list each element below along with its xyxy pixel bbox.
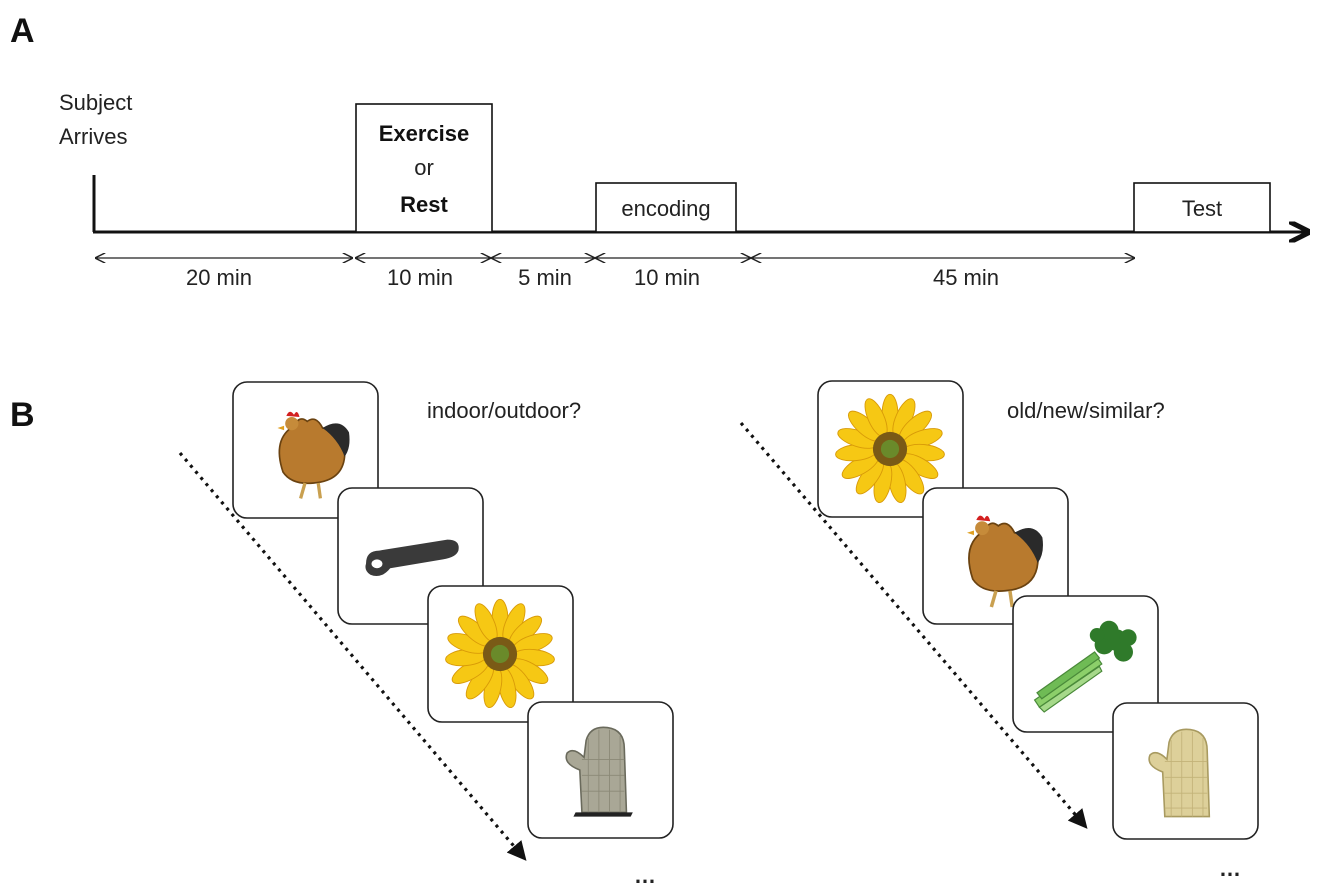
test-label: Test bbox=[1182, 196, 1222, 221]
encoding-sequence-arrow bbox=[178, 451, 527, 861]
encoding-box bbox=[595, 182, 737, 233]
panel-b-letter: B bbox=[10, 396, 35, 434]
duration-label-3: 5 min bbox=[518, 265, 572, 290]
test-question: old/new/similar? bbox=[1007, 398, 1165, 423]
encoding-ellipsis: … bbox=[634, 863, 656, 884]
test-card-4 bbox=[1112, 702, 1259, 840]
duration-label-1: 20 min bbox=[186, 265, 252, 290]
test-card-2 bbox=[922, 487, 1069, 625]
arrival-label-line1: Subject bbox=[59, 90, 132, 115]
exercise-rest-box bbox=[355, 103, 493, 233]
exercise-label: Exercise bbox=[379, 121, 470, 146]
encoding-card-3 bbox=[427, 585, 574, 723]
test-card-3 bbox=[1012, 595, 1159, 733]
panel-a-letter: A bbox=[10, 12, 35, 50]
encoding-card-4 bbox=[527, 701, 674, 839]
encoding-label: encoding bbox=[621, 196, 710, 221]
rest-label: Rest bbox=[400, 192, 448, 217]
duration-label-5: 45 min bbox=[933, 265, 999, 290]
test-ellipsis: … bbox=[1219, 856, 1241, 881]
arrival-label-line2: Arrives bbox=[59, 124, 127, 149]
encoding-question: indoor/outdoor? bbox=[427, 398, 581, 423]
or-label: or bbox=[414, 155, 434, 180]
test-sequence-arrow bbox=[739, 421, 1088, 829]
duration-label-2: 10 min bbox=[387, 265, 453, 290]
duration-label-4: 10 min bbox=[634, 265, 700, 290]
test-card-1 bbox=[817, 380, 964, 518]
test-box bbox=[1133, 182, 1271, 233]
encoding-card-1 bbox=[232, 381, 379, 519]
